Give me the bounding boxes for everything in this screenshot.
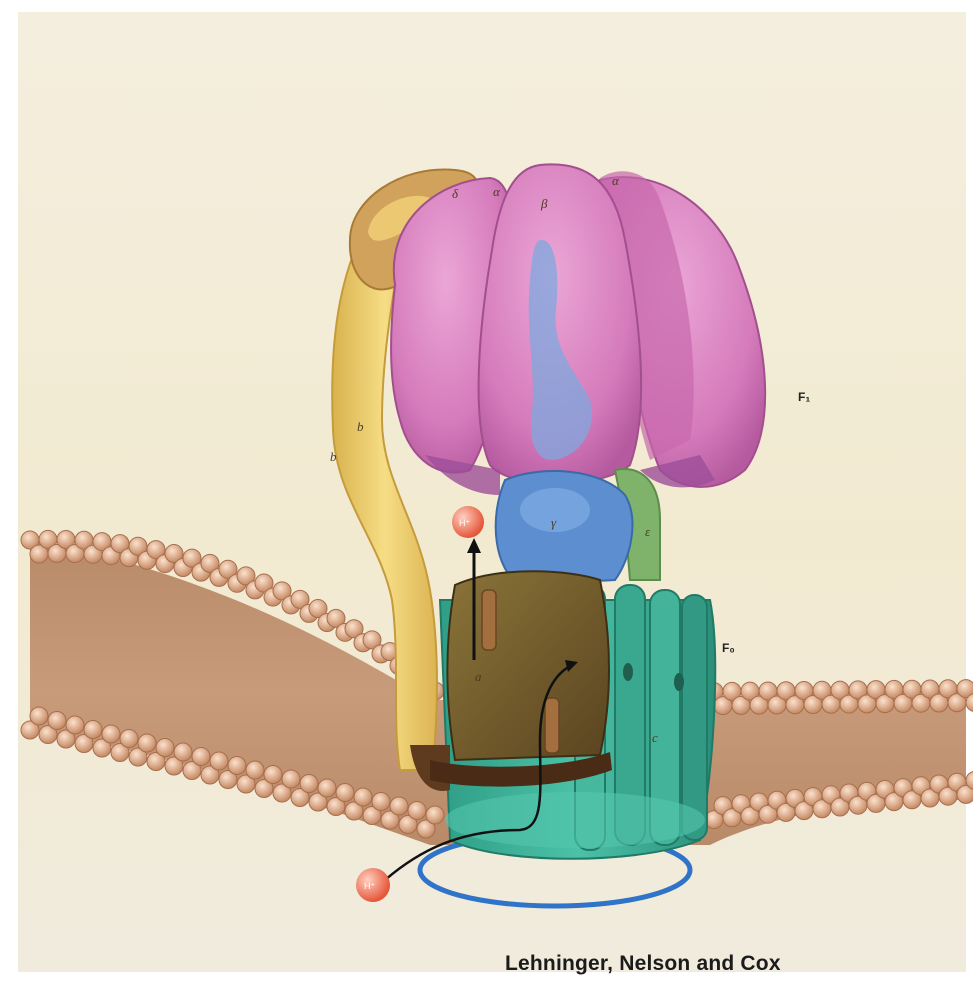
label-beta: β [540, 196, 548, 211]
label-epsilon: ε [645, 524, 651, 539]
lipid-head [174, 743, 192, 761]
lipid-head [210, 752, 228, 770]
lipid-head [138, 734, 156, 752]
lipid-head [30, 707, 48, 725]
label-a: a [475, 669, 482, 684]
lipid-head [84, 721, 102, 739]
label-f0: F₀ [722, 641, 735, 655]
lipid-head [336, 784, 354, 802]
label-gamma: γ [551, 515, 557, 530]
label-b-lower: b [330, 449, 337, 464]
figure-credit: Lehninger, Nelson and Cox [505, 952, 781, 976]
lipid-head [426, 806, 444, 824]
a-subunit-body [448, 571, 610, 760]
lipid-head [192, 748, 210, 766]
lipid-head [66, 716, 84, 734]
lipid-head [48, 712, 66, 730]
lipid-head [300, 775, 318, 793]
lipid-head [372, 793, 390, 811]
lipid-head [120, 730, 138, 748]
lipid-head [408, 802, 426, 820]
proton-bottom-label: H⁺ [364, 881, 375, 891]
lipid-head [264, 766, 282, 784]
label-delta: δ [452, 186, 459, 201]
lipid-head [318, 779, 336, 797]
lipid-head [228, 757, 246, 775]
label-c: c [652, 730, 658, 745]
proton-top: H⁺ [452, 506, 484, 538]
lipid-head [354, 788, 372, 806]
lipid-head [390, 797, 408, 815]
label-alpha-right: α [612, 173, 620, 188]
central-stalk [496, 469, 660, 585]
lipid-head [102, 725, 120, 743]
label-alpha-left: α [493, 184, 501, 199]
proton-top-label: H⁺ [459, 518, 470, 528]
label-f1: F₁ [798, 390, 810, 404]
lipid-head [282, 770, 300, 788]
lipid-head [246, 761, 264, 779]
label-b-upper: b [357, 419, 364, 434]
lipid-head [156, 739, 174, 757]
proton-bottom: H⁺ [356, 868, 390, 902]
